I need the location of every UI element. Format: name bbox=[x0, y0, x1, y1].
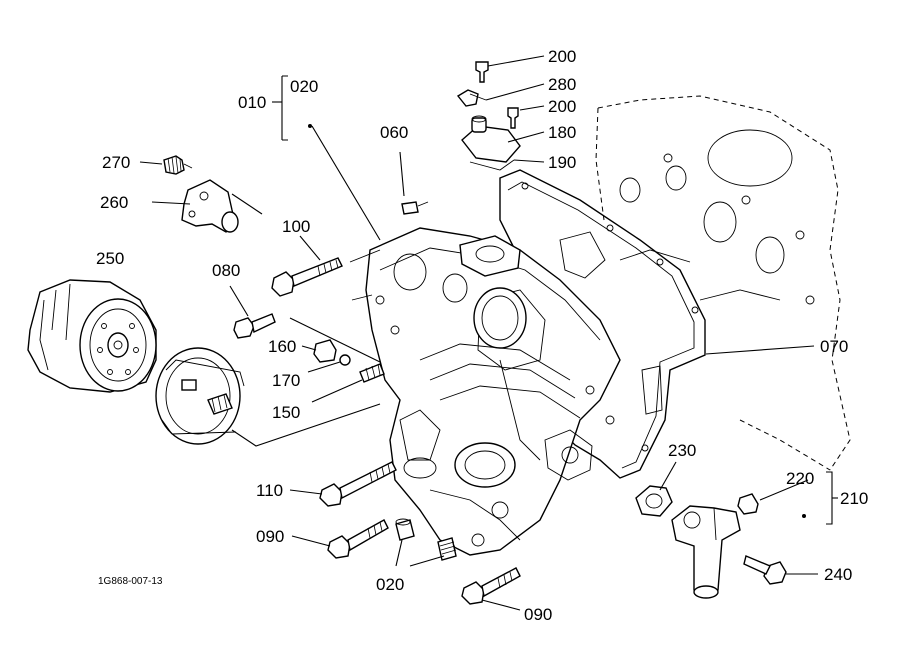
label-150: 150 bbox=[272, 403, 300, 422]
label-010: 010 bbox=[238, 93, 266, 112]
label-270: 270 bbox=[102, 153, 130, 172]
bolt-090-left bbox=[327, 519, 389, 559]
figure-code: 1G868-007-13 bbox=[98, 576, 163, 587]
label-210: 210 bbox=[840, 489, 868, 508]
assembly-dots bbox=[308, 124, 806, 518]
bolt-110 bbox=[319, 461, 397, 507]
oil-switch-270 bbox=[163, 155, 193, 175]
label-080: 080 bbox=[212, 261, 240, 280]
label-160: 160 bbox=[268, 337, 296, 356]
engine-block-outline bbox=[595, 95, 851, 471]
label-070: 070 bbox=[820, 337, 848, 356]
oil-cooler bbox=[155, 347, 245, 445]
water-flange-210 bbox=[671, 493, 759, 599]
label-200-b: 200 bbox=[548, 97, 576, 116]
label-240: 240 bbox=[824, 565, 852, 584]
label-200-a: 200 bbox=[548, 47, 576, 66]
bolt-080 bbox=[233, 313, 276, 339]
label-060: 060 bbox=[380, 123, 408, 142]
label-280: 280 bbox=[548, 75, 576, 94]
label-110: 110 bbox=[256, 481, 283, 500]
elbow-housing-260 bbox=[181, 179, 239, 233]
gear-case-body bbox=[349, 227, 621, 556]
label-090-a: 090 bbox=[256, 527, 284, 546]
relief-valve-parts bbox=[313, 339, 385, 383]
label-020-top: 020 bbox=[290, 77, 318, 96]
pin-060 bbox=[401, 201, 429, 215]
label-260: 260 bbox=[100, 193, 128, 212]
leader-lines bbox=[139, 55, 838, 611]
label-090-b: 090 bbox=[524, 605, 552, 624]
gasket-230 bbox=[635, 485, 673, 517]
label-250: 250 bbox=[96, 249, 124, 268]
label-020-bottom: 020 bbox=[376, 575, 404, 594]
label-190: 190 bbox=[548, 153, 576, 172]
label-100: 100 bbox=[282, 217, 310, 236]
bolt-100 bbox=[271, 257, 343, 297]
part-labels: 010 020 060 200 280 200 180 190 270 260 … bbox=[96, 47, 868, 624]
label-220: 220 bbox=[786, 469, 814, 488]
plugs-020-bottom bbox=[395, 518, 457, 561]
oil-filter-250 bbox=[27, 279, 157, 393]
label-170: 170 bbox=[272, 371, 300, 390]
label-180: 180 bbox=[548, 123, 576, 142]
label-230: 230 bbox=[668, 441, 696, 460]
bolt-090-bottom bbox=[461, 567, 521, 605]
bolt-240 bbox=[743, 555, 787, 585]
thermostat-housing-parts bbox=[456, 61, 521, 171]
